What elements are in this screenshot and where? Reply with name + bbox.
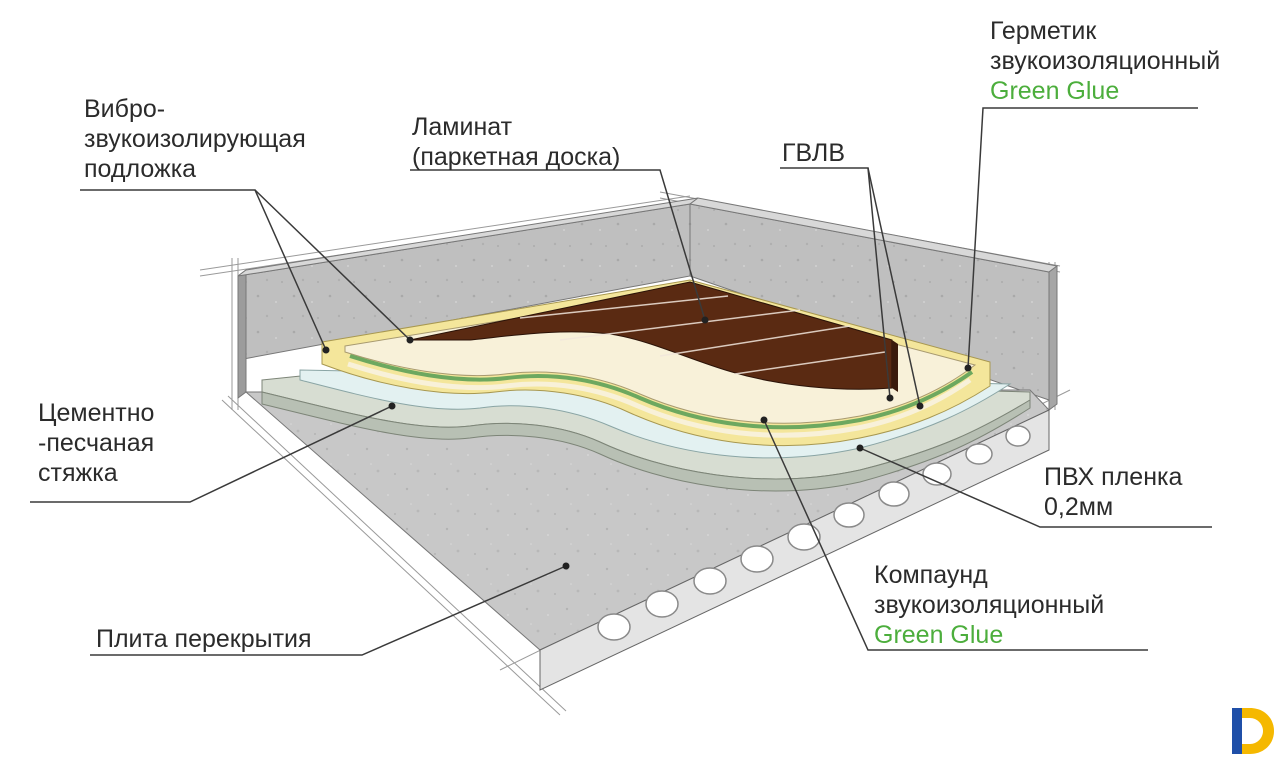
label-line: ГВЛВ (782, 139, 846, 167)
label-screed: Цементно -песчаная стяжка (38, 398, 154, 488)
leader-lines (30, 107, 1212, 656)
brand-logo-icon (1232, 708, 1274, 754)
label-vibro-underlay: Вибро- звукоизолирующая подложка (84, 94, 306, 184)
label-line: Цементно (38, 399, 155, 427)
label-slab: Плита перекрытия (96, 624, 312, 654)
label-line: стяжка (38, 459, 118, 487)
label-pvc-film: ПВХ пленка 0,2мм (1044, 462, 1182, 522)
label-brand: Green Glue (874, 621, 1004, 649)
label-line: -песчаная (38, 429, 155, 457)
label-line: звукоизоляционный (990, 47, 1221, 75)
label-line: Вибро- (84, 95, 166, 123)
label-line: Герметик (990, 17, 1097, 45)
label-line: ПВХ пленка (1044, 463, 1183, 491)
label-sealant: Герметик звукоизоляционный Green Glue (990, 16, 1220, 106)
label-line: Ламинат (412, 113, 513, 141)
label-line: (паркетная доска) (412, 143, 621, 171)
label-compound: Компаунд звукоизоляционный Green Glue (874, 560, 1104, 650)
label-brand: Green Glue (990, 77, 1120, 105)
label-line: Компаунд (874, 561, 988, 589)
label-line: 0,2мм (1044, 493, 1114, 521)
label-line: подложка (84, 155, 197, 183)
label-gvlv: ГВЛВ (782, 138, 845, 168)
label-laminate: Ламинат (паркетная доска) (412, 112, 620, 172)
right-wall (688, 197, 1059, 411)
label-line: звукоизолирующая (84, 125, 306, 153)
laminate-layer (409, 281, 898, 392)
label-line: Плита перекрытия (96, 625, 312, 653)
leader-dots (322, 316, 972, 570)
label-line: звукоизоляционный (874, 591, 1105, 619)
